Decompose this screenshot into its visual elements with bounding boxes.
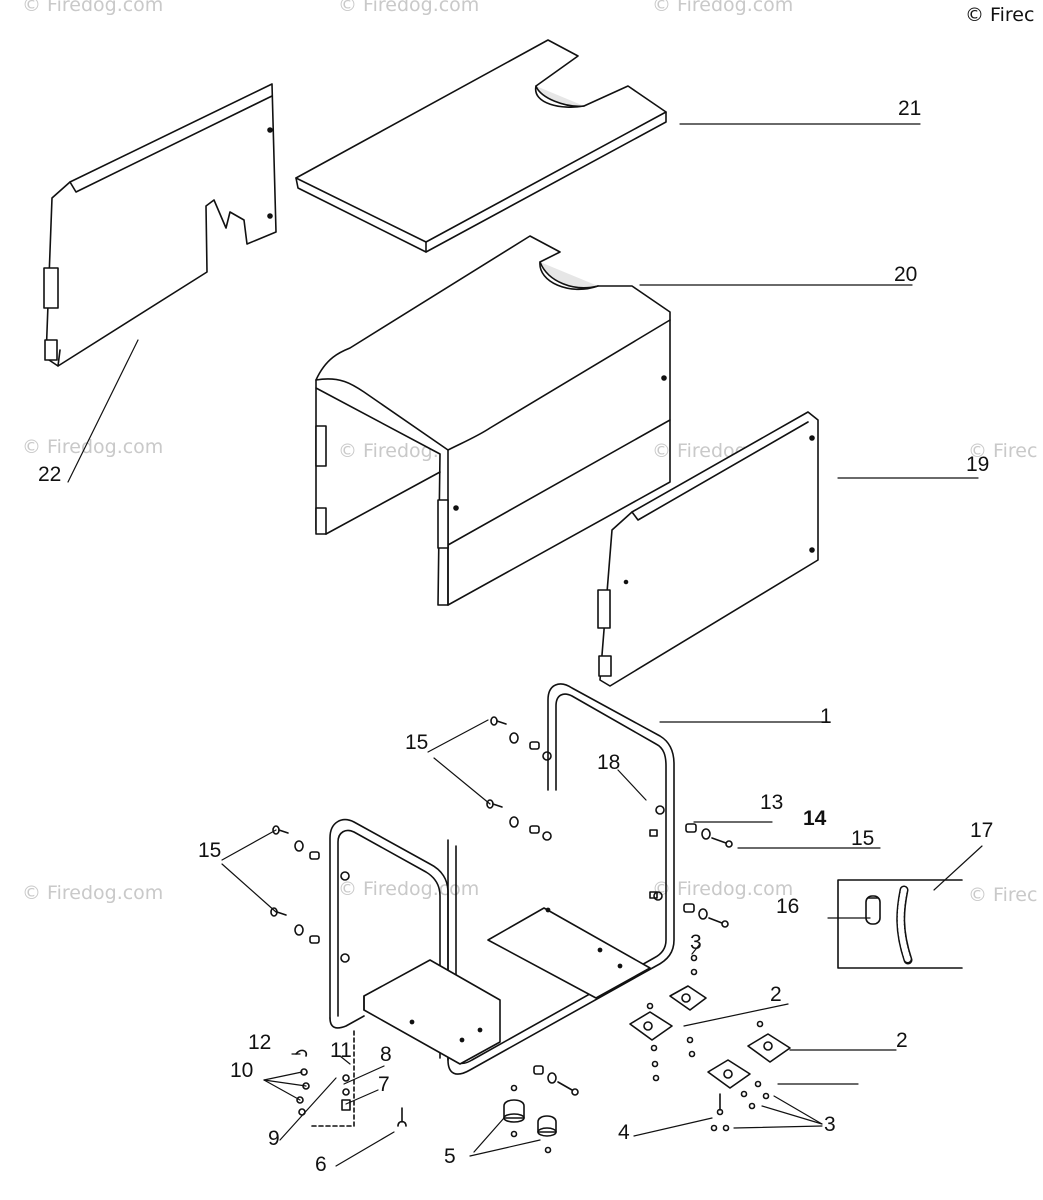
watermark: © Firec [968, 884, 1038, 906]
callout-21: 21 [898, 97, 922, 120]
callout-2-lower: 2 [896, 1029, 908, 1052]
part-21-top-plate [295, 39, 667, 253]
callout-9: 9 [268, 1127, 280, 1150]
watermark: © Firedog.com [338, 0, 480, 16]
callout-3-lower: 3 [824, 1113, 836, 1136]
callout-1: 1 [820, 705, 832, 728]
callout-17: 17 [970, 819, 994, 842]
callout-8: 8 [380, 1043, 392, 1066]
watermark: © Firec [968, 440, 1038, 462]
callout-2-upper: 2 [770, 983, 782, 1006]
part-20-housing [315, 235, 671, 606]
watermark: © Firedog.com [652, 878, 794, 900]
callout-10: 10 [230, 1059, 254, 1082]
callout-13: 13 [760, 791, 784, 814]
callout-19: 19 [966, 453, 990, 476]
callout-11: 11 [330, 1039, 352, 1062]
engine-mounts [629, 954, 791, 1132]
callout-15-top: 15 [405, 731, 429, 754]
callout-18: 18 [597, 751, 621, 774]
callout-15-left: 15 [198, 839, 222, 862]
callout-3-upper: 3 [690, 931, 702, 954]
watermark: © Firedog.com [338, 878, 480, 900]
callout-20: 20 [894, 263, 918, 286]
part-1-frame [329, 683, 675, 1075]
callout-5: 5 [444, 1145, 456, 1168]
callout-22: 22 [38, 463, 62, 486]
rubber-feet [503, 1065, 579, 1154]
callout-6: 6 [315, 1153, 327, 1176]
watermark: © Firedog.com [22, 882, 164, 904]
callout-12: 12 [248, 1031, 272, 1054]
callout-16: 16 [776, 895, 800, 918]
callout-15-right: 15 [851, 827, 875, 850]
watermark: © Firedog.com [22, 436, 164, 458]
callout-14: 14 [803, 807, 827, 830]
corner-copyright: © Firec [965, 4, 1035, 26]
part-22-left-side-panel [43, 83, 277, 367]
watermark: © Firedog.com [22, 0, 164, 16]
watermark: © Firedog.com [652, 0, 794, 16]
part-19-right-side-panel [597, 411, 819, 687]
callout-7: 7 [378, 1073, 390, 1096]
leader-lines [67, 123, 983, 1167]
fasteners [270, 716, 733, 944]
callout-4: 4 [618, 1121, 630, 1144]
part-16-17-inset [837, 879, 963, 969]
